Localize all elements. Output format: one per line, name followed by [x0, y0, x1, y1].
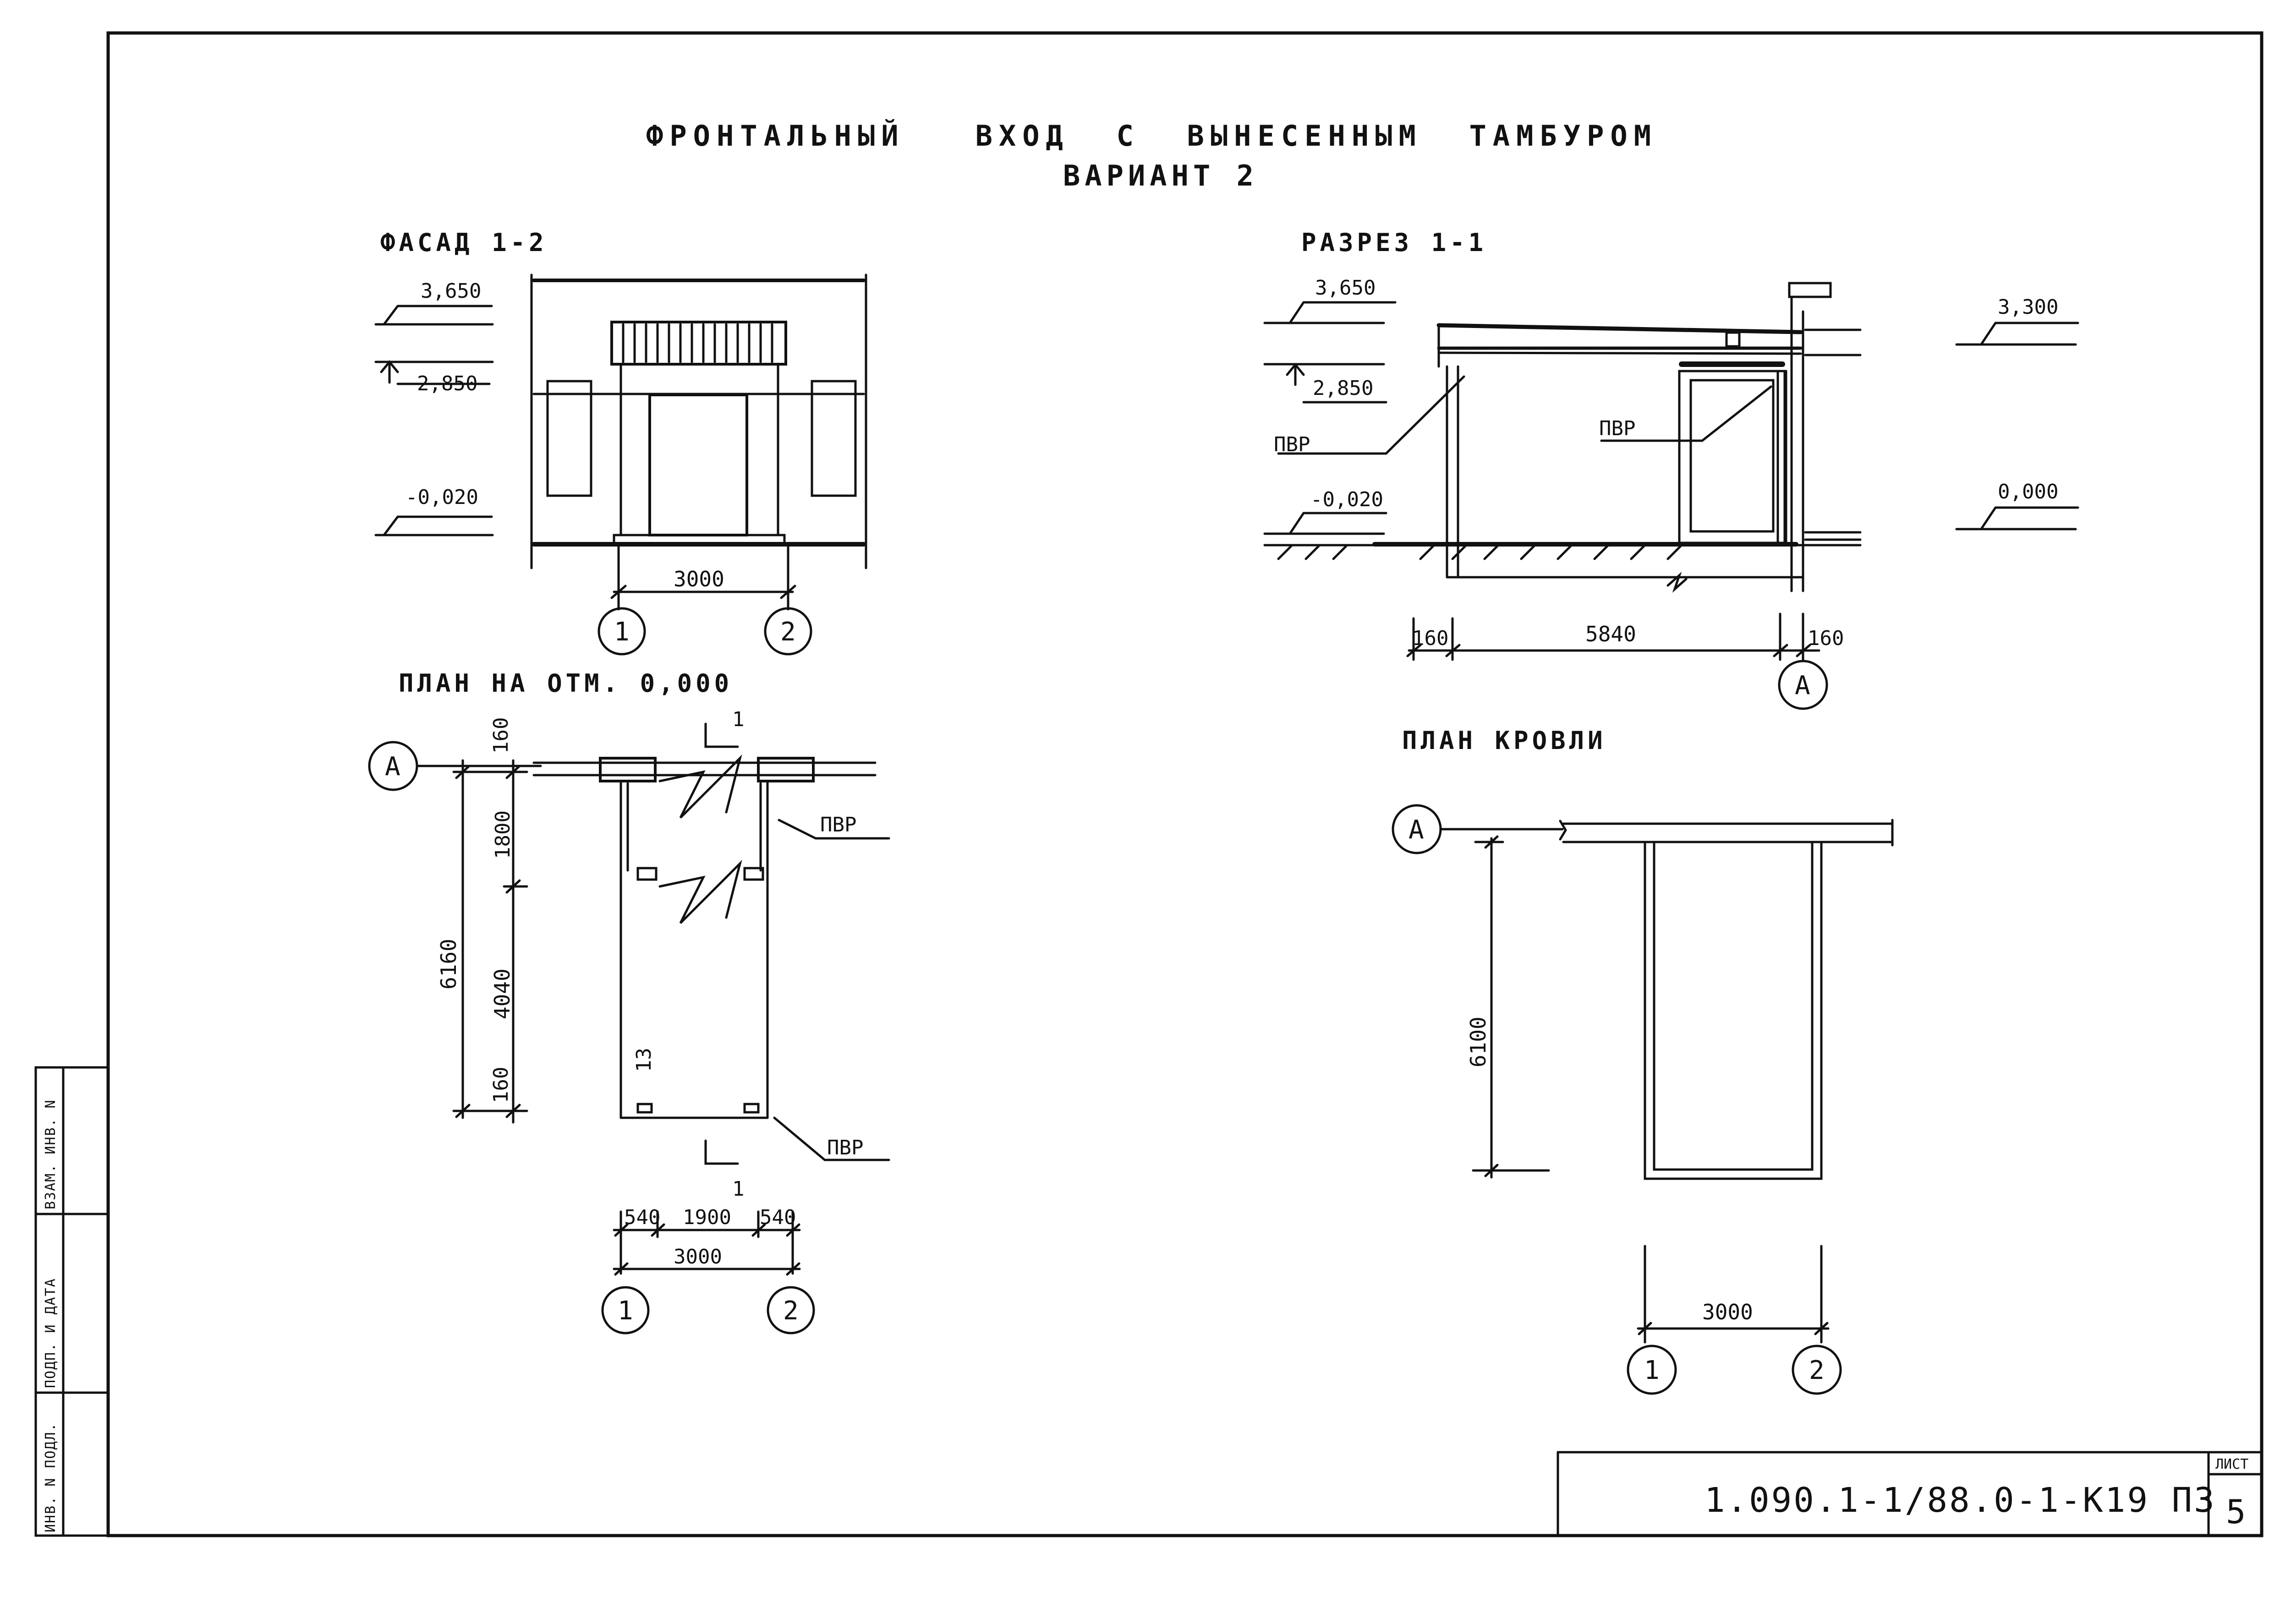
roof-dim-6100: 6100 [1466, 1017, 1491, 1067]
title-block-frame [1557, 1451, 2263, 1537]
section-drawing [1263, 282, 2079, 710]
roof-label: ПЛАН КРОВЛИ [1402, 726, 1606, 755]
plan-drawing [368, 722, 890, 1334]
section-dim-left: 160 [1412, 627, 1448, 650]
roof-axis-a: А [1409, 815, 1424, 845]
section-level-bottom-left: -0,020 [1310, 488, 1383, 511]
plan-dim-4040: 4040 [490, 968, 515, 1019]
facade-axis-2: 2 [780, 617, 796, 647]
facade-axis-1: 1 [614, 617, 630, 647]
document-code: 1.090.1-1/88.0-1-К19 ПЗ [1705, 1481, 2216, 1520]
plan-section-mark-top: 1 [732, 708, 745, 731]
section-callout-left: ПВР [1274, 433, 1310, 456]
section-level-mid-left: 2,850 [1313, 377, 1373, 400]
variant-label: ВАРИАНТ 2 [1063, 159, 1258, 192]
section-dim-right: 160 [1808, 627, 1844, 650]
roof-drawing [1392, 804, 1894, 1395]
facade-axis-2-bubble [764, 607, 812, 656]
section-axis-a: А [1795, 671, 1810, 700]
stamp-original-inventory: ИНВ. N ПОДЛ. [43, 1422, 59, 1532]
sheet-frame [106, 31, 2264, 1537]
roof-axis-1: 1 [1644, 1356, 1660, 1385]
facade-drawing [374, 273, 867, 656]
section-level-top-left: 3,650 [1315, 276, 1376, 300]
section-dim-span: 5840 [1585, 622, 1636, 646]
plan-inner-mark: 13 [632, 1048, 656, 1072]
section-label: РАЗРЕЗ 1-1 [1301, 228, 1487, 257]
facade-axis-1-bubble [597, 607, 646, 656]
plan-axis-1-bubble [601, 1286, 650, 1334]
facade-dim-width: 3000 [674, 567, 724, 591]
plan-label: ПЛАН НА ОТМ. 0,000 [399, 669, 733, 698]
plan-axis-1: 1 [618, 1296, 633, 1326]
plan-dim-6160: 6160 [436, 939, 461, 990]
facade-level-mid: 2,850 [417, 372, 477, 395]
section-level-top-right: 3,300 [1998, 295, 2058, 319]
plan-callout-bottom: ПВР [827, 1136, 863, 1159]
drawing-title: ФРОНТАЛЬНЫЙ ВХОД С ВЫНЕСЕННЫМ ТАМБУРОМ [646, 119, 1657, 153]
plan-axis-2-bubble [767, 1286, 815, 1334]
facade-level-bottom: -0,020 [406, 486, 478, 509]
roof-axis-1-bubble [1627, 1345, 1677, 1395]
section-axis-a-bubble [1778, 660, 1828, 710]
plan-dim-540-left: 540 [624, 1206, 660, 1229]
plan-section-mark-bottom: 1 [732, 1177, 745, 1201]
stamp-signature-date: ПОДП. И ДАТА [43, 1278, 59, 1388]
plan-dim-3000: 3000 [674, 1245, 722, 1269]
side-stamp [34, 1066, 110, 1537]
plan-callout-top: ПВР [820, 813, 856, 837]
plan-axis-a: А [385, 752, 400, 782]
facade-level-top: 3,650 [421, 279, 481, 303]
roof-dim-3000: 3000 [1702, 1300, 1753, 1324]
sheet-number: 5 [2226, 1493, 2246, 1531]
stamp-replacement-inventory: ВЗАМ. ИНВ. N [43, 1099, 59, 1209]
roof-axis-2: 2 [1809, 1356, 1825, 1385]
section-callout-door: ПВР [1599, 417, 1635, 440]
plan-axis-2: 2 [783, 1296, 799, 1326]
plan-dim-1900: 1900 [683, 1206, 731, 1229]
sheet-label: ЛИСТ [2215, 1456, 2248, 1472]
facade-label: ФАСАД 1-2 [380, 228, 548, 257]
plan-dim-1800: 1800 [491, 810, 515, 859]
section-level-bottom-right: 0,000 [1998, 480, 2058, 503]
roof-axis-2-bubble [1792, 1345, 1842, 1395]
plan-dim-540-right: 540 [760, 1206, 796, 1229]
plan-dim-160-top: 160 [489, 717, 513, 754]
plan-dim-160-bottom: 160 [489, 1067, 513, 1103]
